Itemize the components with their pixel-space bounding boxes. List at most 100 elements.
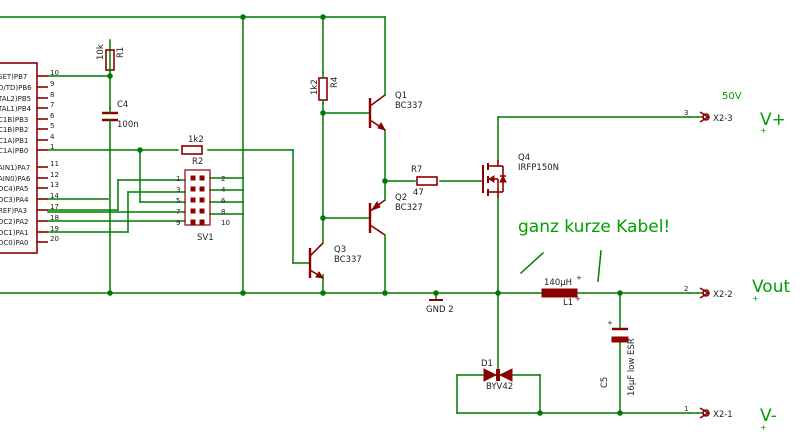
x2-2-pin: 2 xyxy=(684,285,688,293)
ic-pin-label: D/TD)PB6 xyxy=(0,84,32,92)
x2-2-name: X2-2 xyxy=(713,290,733,300)
header-pin xyxy=(190,208,196,214)
r1-name: R1 xyxy=(116,47,126,58)
ic-pin-number: 18 xyxy=(50,214,59,222)
c5-name: C5 xyxy=(600,377,610,388)
vplus-label: V+ xyxy=(760,110,786,130)
resistor-r1: 10k R1 xyxy=(96,44,126,77)
x2-1-name: X2-1 xyxy=(713,410,733,420)
header-pin-number: 3 xyxy=(176,186,180,194)
header-pin-number: 2 xyxy=(221,175,225,183)
wires xyxy=(0,16,691,414)
ic-pin-label: TAL2)PB5 xyxy=(0,95,31,103)
header-pin-number: 1 xyxy=(176,175,180,183)
vminus-label: V- xyxy=(760,406,777,426)
diode-d1: D1 BYV42 xyxy=(481,359,513,392)
header-pin-number: 8 xyxy=(221,208,225,216)
annotations: 50V V+ + Vout + V- + ganz kurze Kabel! xyxy=(518,91,790,432)
svg-text:+: + xyxy=(752,294,759,303)
q4-value: IRFP150N xyxy=(518,163,559,173)
ic-pin-number: 4 xyxy=(50,133,55,141)
svg-text:+: + xyxy=(607,319,613,327)
ic-pin-number: 9 xyxy=(50,80,54,88)
sv1-name: SV1 xyxy=(197,233,214,243)
q1-value: BC337 xyxy=(395,101,423,111)
voltage-label: 50V xyxy=(722,91,742,102)
vout-label: Vout xyxy=(752,277,790,297)
note-label: ganz kurze Kabel! xyxy=(518,217,670,237)
resistor-r2: 1k2 R2 xyxy=(181,135,204,167)
ic-pin-label: REF)PA3 xyxy=(0,207,27,215)
inductor-l1: 140µH + L1 + xyxy=(541,274,582,308)
svg-text:+: + xyxy=(576,274,582,282)
r2-value: 1k2 xyxy=(188,135,204,145)
gnd-label: GND 2 xyxy=(426,305,454,315)
ic-pin-number: 5 xyxy=(50,122,54,130)
ic-pin-label: SET)PB7 xyxy=(0,73,27,81)
ic-pin-number: 13 xyxy=(50,181,59,189)
ic-pin-label: C1A)PB1 xyxy=(0,137,28,145)
ic-pin-number: 10 xyxy=(50,69,59,77)
ic-pin-label: DC0)PA0 xyxy=(0,239,28,247)
ic-pin-label: DC4)PA5 xyxy=(0,185,28,193)
c5-value: 16µF low ESR xyxy=(627,338,637,396)
connector-x2-1: 1 X2-1 xyxy=(684,405,733,420)
q3-value: BC337 xyxy=(334,255,362,265)
ic-pin-label: C1B)PB2 xyxy=(0,126,28,134)
ic-pin-number: 17 xyxy=(50,203,59,211)
header-pin xyxy=(190,175,196,181)
header-pin xyxy=(199,219,205,225)
r4-name: R4 xyxy=(330,77,340,88)
resistor-r4: 1k2 R4 xyxy=(310,72,340,104)
ic-pin-number: 20 xyxy=(50,235,59,243)
capacitor-c5: + C5 16µF low ESR xyxy=(600,319,637,396)
header-pin xyxy=(190,186,196,192)
ic-pin-number: 7 xyxy=(50,101,54,109)
transistor-q3: Q3 BC337 xyxy=(308,242,362,279)
ic-pin-label: C1A)PB0 xyxy=(0,147,28,155)
header-pin xyxy=(199,208,205,214)
svg-text:+: + xyxy=(760,423,767,432)
ic-pin-number: 6 xyxy=(50,112,55,120)
svg-text:+: + xyxy=(760,126,767,135)
l1-value: 140µH xyxy=(544,278,572,288)
x2-3-pin: 3 xyxy=(684,109,688,117)
capacitor-c4: C4 100n xyxy=(102,100,139,130)
transistor-q1: Q1 BC337 xyxy=(368,91,423,131)
header-pin-number: 10 xyxy=(221,219,230,227)
ic-pin-number: 11 xyxy=(50,160,59,168)
r4-value: 1k2 xyxy=(310,79,320,95)
header-pin xyxy=(190,197,196,203)
header-pin xyxy=(190,219,196,225)
ic-pin-label: DC2)PA2 xyxy=(0,218,28,226)
ic-pin-number: 8 xyxy=(50,91,54,99)
ic-pin-number: 1 xyxy=(50,143,54,151)
ic-pin-label: C1B)PB3 xyxy=(0,116,28,124)
header-pin-number: 9 xyxy=(176,219,180,227)
x2-3-name: X2-3 xyxy=(713,114,733,124)
connector-x2-3: 3 X2-3 xyxy=(684,109,733,124)
r2-name: R2 xyxy=(192,157,203,167)
ic-pin-number: 14 xyxy=(50,192,59,200)
svg-text:+: + xyxy=(575,295,581,303)
header-pin-number: 4 xyxy=(221,186,226,194)
q2-value: BC327 xyxy=(395,203,423,213)
header-pin xyxy=(199,197,205,203)
ic-pin-label: DC3)PA4 xyxy=(0,196,29,204)
c4-value: 100n xyxy=(117,120,139,130)
ic-pin-number: 12 xyxy=(50,171,59,179)
ic-pin-label: TAL1)PB4 xyxy=(0,105,32,113)
transistor-q2: Q2 BC327 xyxy=(368,193,423,236)
resistor-r7: R7 47 xyxy=(411,165,438,198)
ground-symbol: GND 2 xyxy=(426,299,454,315)
x2-1-pin: 1 xyxy=(684,405,688,413)
ic-pin-label: AIN0)PA6 xyxy=(0,175,31,183)
d1-name: D1 xyxy=(481,359,493,369)
r7-name: R7 xyxy=(411,165,422,175)
connector-x2-2: 2 X2-2 xyxy=(684,285,733,300)
q4-name: Q4 xyxy=(518,153,530,163)
c4-name: C4 xyxy=(117,100,128,110)
